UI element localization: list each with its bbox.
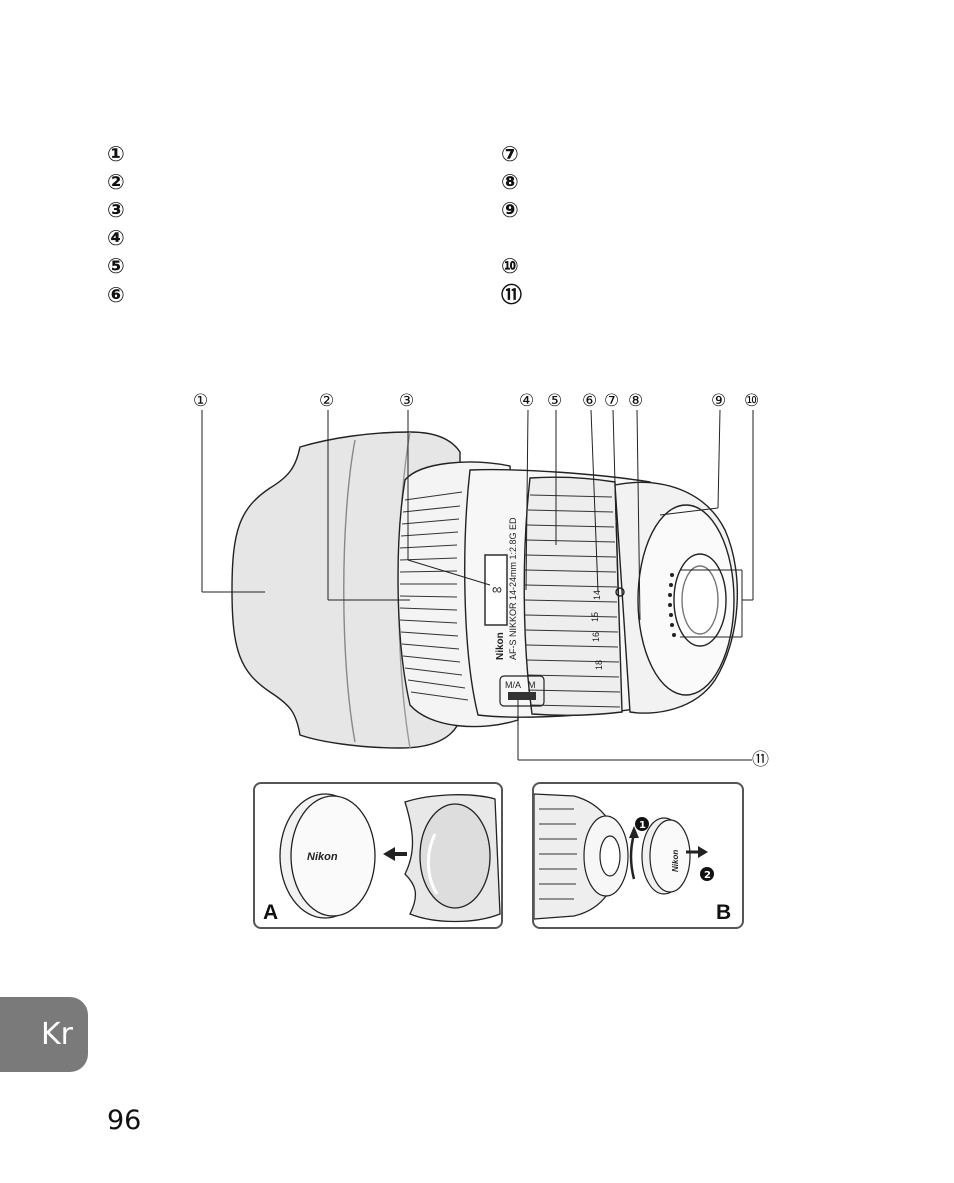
language-tab-label: Kr [41, 1017, 74, 1052]
step-1-number: 1 [639, 820, 646, 831]
callout-9: ⑨ [711, 391, 727, 411]
list-number-4: ④ [107, 226, 125, 250]
panel-b-letter: B [716, 901, 732, 924]
list-number-9: ⑨ [501, 198, 519, 222]
step-2-number: 2 [704, 870, 711, 881]
callout-2: ② [319, 391, 335, 411]
cpu-contacts [668, 573, 676, 637]
callout-8: ⑧ [628, 391, 644, 411]
infinity-mark: ∞ [492, 581, 502, 597]
list-number-2: ② [107, 170, 125, 194]
focus-ring-grip [399, 491, 469, 701]
panel-b: 1 2 Nikon B [532, 782, 744, 929]
lens-name-text: AF-S NIKKOR 14-24mm 1:2.8G ED [508, 517, 518, 660]
callout-7: ⑦ [604, 391, 620, 411]
lens-brand-text: Nikon [495, 632, 506, 660]
language-tab [0, 997, 88, 1072]
list-number-11: ⑪ [501, 283, 522, 307]
focal-scale-18: 18 [594, 660, 604, 670]
focal-scale-15: 15 [590, 612, 600, 622]
callout-5: ⑤ [547, 391, 563, 411]
list-number-8: ⑧ [501, 170, 519, 194]
list-number-3: ③ [107, 198, 125, 222]
list-number-5: ⑤ [107, 254, 125, 278]
rear-cap-brand: Nikon [671, 850, 680, 872]
panel-a-letter: A [263, 901, 279, 924]
page-number: 96 [107, 1105, 142, 1136]
callout-10: ⑩ [744, 391, 760, 411]
list-number-6: ⑥ [107, 283, 125, 307]
panel-b-illustration: 1 2 Nikon [534, 793, 714, 920]
panel-a-illustration: Nikon [279, 793, 501, 923]
focal-scale-16: 16 [591, 632, 601, 642]
zoom-ring-grip [524, 494, 621, 708]
callout-6: ⑥ [582, 391, 598, 411]
front-cap-brand: Nikon [307, 851, 338, 863]
callout-3: ③ [399, 391, 415, 411]
distance-scale-window [484, 554, 508, 626]
list-number-1: ① [107, 142, 125, 166]
list-number-10: ⑩ [501, 254, 519, 278]
callout-1: ① [193, 391, 209, 411]
front-lens-element [419, 803, 491, 909]
mode-switch-m-label: M [528, 680, 536, 690]
list-number-7: ⑦ [501, 142, 519, 166]
step-1-badge [635, 817, 649, 831]
focus-mode-switch [499, 675, 545, 707]
step-2-badge [700, 867, 714, 881]
mounting-index [615, 587, 625, 597]
focal-scale-14: 14 [592, 590, 602, 600]
zoom-ring [523, 476, 623, 717]
panel-a: Nikon A [253, 782, 503, 929]
callout-4: ④ [519, 391, 535, 411]
mode-switch-ma-label: M/A [505, 680, 521, 690]
callout-11: ⑪ [752, 750, 769, 770]
rotate-arrow-icon [629, 833, 636, 880]
